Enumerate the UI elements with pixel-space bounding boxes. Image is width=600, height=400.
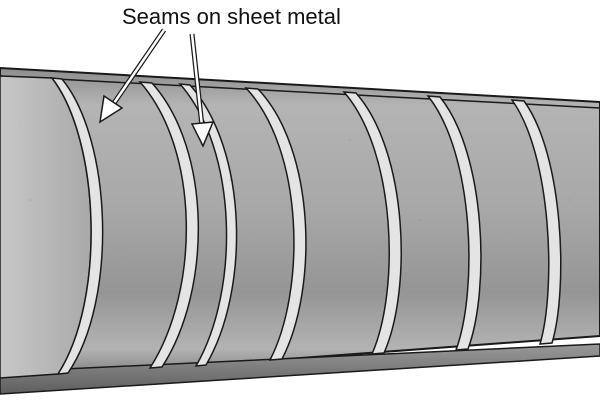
seam bbox=[50, 77, 104, 375]
seam bbox=[426, 95, 482, 351]
arrow-to-seam-2 bbox=[189, 33, 215, 148]
duct-base bbox=[0, 343, 600, 395]
seam bbox=[342, 91, 402, 355]
duct-top-rim bbox=[0, 75, 600, 109]
metal-texture bbox=[29, 139, 571, 301]
arrow-to-seam-1 bbox=[99, 28, 167, 124]
seam bbox=[138, 81, 199, 369]
annotation-label: Seams on sheet metal bbox=[122, 4, 341, 29]
seam bbox=[510, 99, 562, 345]
seam bbox=[178, 83, 238, 367]
seam-group bbox=[50, 77, 562, 375]
annotation-arrows bbox=[99, 28, 215, 148]
seam bbox=[244, 87, 307, 361]
